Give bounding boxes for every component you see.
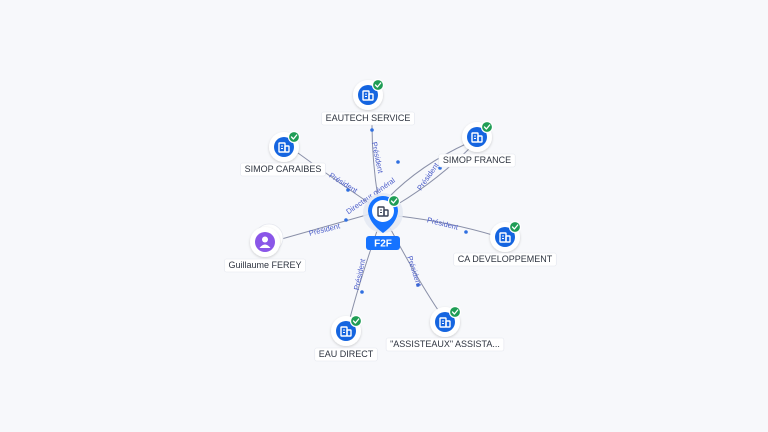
building-icon (471, 132, 483, 143)
node-label: "ASSISTEAUX" ASSISTA... (390, 339, 500, 349)
edge-arrow (344, 218, 348, 222)
verified-check-icon (371, 78, 385, 92)
building-icon (340, 326, 352, 337)
node-label-bg (224, 258, 306, 273)
edge-center: Président (277, 213, 371, 241)
node-assisteaux[interactable]: "ASSISTEAUX" ASSISTA... (385, 305, 505, 352)
node-eau-direct[interactable]: EAU DIRECT (314, 314, 378, 362)
node-center-f2f[interactable]: F2F (363, 193, 403, 250)
edge-label: Président (426, 215, 460, 232)
edge-label: Président (370, 141, 386, 175)
node-label-bg (314, 347, 378, 362)
building-icon (278, 142, 290, 153)
edge-arrow (370, 128, 374, 132)
edge-line (297, 152, 373, 206)
edge-simop-france: Président (397, 143, 475, 205)
node-label: EAUTECH SERVICE (326, 113, 411, 123)
nodes-layer: EAUTECH SERVICE SIMOP CARAIBES SIMOP FRANC… (224, 78, 557, 362)
building-icon (499, 232, 511, 243)
node-label-bg (438, 153, 516, 168)
node-label: CA DEVELOPPEMENT (458, 254, 553, 264)
edge-label: Président (328, 171, 360, 196)
person-icon (255, 232, 275, 252)
edge-line (397, 143, 475, 205)
verified-check-icon (448, 305, 462, 319)
verified-check-icon (349, 314, 363, 328)
node-label: Guillaume FEREY (228, 260, 301, 270)
edge-arrow (346, 188, 350, 192)
building-icon (377, 206, 389, 217)
edge-line (387, 142, 469, 199)
verified-check-icon (480, 120, 494, 134)
node-simop-france[interactable]: SIMOP FRANCE (438, 120, 516, 168)
node-label-bg (321, 111, 415, 126)
building-icon (439, 317, 451, 328)
node-ca-dev[interactable]: CA DEVELOPPEMENT (453, 220, 557, 267)
node-label: SIMOP FRANCE (443, 155, 511, 165)
node-simop-caraibes[interactable]: SIMOP CARAIBES (240, 130, 326, 177)
center-tag (366, 236, 400, 250)
edge-label: Président (405, 255, 424, 289)
verified-check-icon (508, 220, 522, 234)
verified-check-icon (287, 130, 301, 144)
edge-arrow (396, 160, 400, 164)
edge-label: Président (308, 221, 342, 238)
edge-arrow (464, 230, 468, 234)
node-label-bg (240, 162, 326, 177)
node-ferey[interactable]: Guillaume FEREY (224, 223, 306, 273)
edge-line (397, 215, 497, 237)
node-label-bg (385, 337, 505, 352)
node-label-bg (453, 252, 557, 267)
center-label: F2F (374, 239, 392, 250)
verified-check-icon (387, 194, 401, 208)
edge-label: Président (352, 257, 368, 291)
edge-arrow (416, 283, 420, 287)
building-icon (362, 90, 374, 101)
edge-ca-dev: Président (397, 215, 497, 237)
edge-line (277, 213, 371, 241)
node-label: SIMOP CARAIBES (245, 164, 322, 174)
node-label: EAU DIRECT (319, 349, 374, 359)
node-eautech[interactable]: EAUTECH SERVICE (321, 78, 415, 126)
edge-arrow (360, 290, 364, 294)
